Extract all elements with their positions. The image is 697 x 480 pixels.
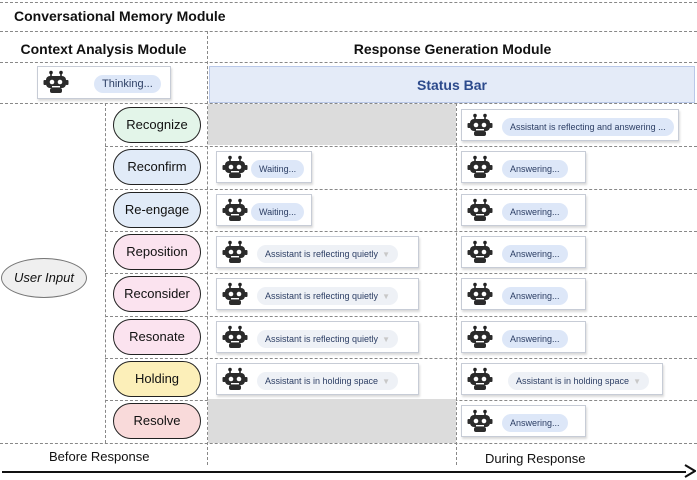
robot-icon [222,155,248,178]
status-bar: Status Bar [209,66,695,103]
before-card-reconfirm: Waiting... [216,151,312,183]
message-text: Answering... [510,164,560,174]
before-card-reposition: Assistant is reflecting quietly▼ [216,236,419,268]
robot-icon [467,325,493,348]
before-card-resonate: Assistant is reflecting quietly▼ [216,321,419,353]
status-bar-label: Status Bar [416,77,488,93]
during-card-resolve-text: Answering... [502,414,568,432]
row-divider [105,316,697,317]
robot-icon [467,198,493,221]
robot-icon [467,240,493,263]
during-card-resonate: Answering... [461,321,586,353]
diagram-title: Conversational Memory Module [14,8,226,24]
before-card-resonate-text: Assistant is reflecting quietly▼ [257,330,398,348]
message-text: Assistant is reflecting quietly [265,291,379,301]
robot-icon [467,282,493,305]
context-module-heading: Context Analysis Module [20,41,187,57]
empty-cell-resolve-before [208,399,456,443]
before-card-reposition-text: Assistant is reflecting quietly▼ [257,245,398,263]
message-text: Waiting... [259,207,297,217]
robot-icon [222,240,248,263]
thinking-pill: Thinking... [94,75,161,93]
stage-reconsider: Reconsider [113,276,201,312]
stage-resonate: Resonate [113,319,201,355]
during-card-reconsider: Answering... [461,278,586,310]
dropdown-triangle-icon: ▼ [633,377,641,386]
status-divider [0,103,697,104]
dropdown-triangle-icon: ▼ [382,377,390,386]
dropdown-triangle-icon: ▼ [382,292,390,301]
stage-resolve: Resolve [113,403,201,439]
during-card-recognize: Assistant is reflecting and answering ..… [461,109,679,141]
response-module-heading: Response Generation Module [353,41,552,57]
message-text: Answering... [510,418,560,428]
message-text: Assistant is reflecting quietly [265,334,379,344]
during-card-reposition-text: Answering... [502,245,568,263]
row-divider [105,146,697,147]
empty-cell-recognize-before [208,104,456,145]
arrow-head-icon [684,464,696,478]
message-text: Assistant is reflecting quietly [265,249,379,259]
stage-recognize: Recognize [113,107,201,143]
during-card-reconfirm-text: Answering... [502,160,568,178]
before-card-re-engage-text: Waiting... [251,203,305,221]
during-card-re-engage-text: Answering... [502,203,568,221]
phase-divider [456,103,457,465]
during-card-reconsider-text: Answering... [502,287,568,305]
before-response-label: Before Response [49,449,150,464]
dropdown-triangle-icon: ▼ [382,335,390,344]
robot-icon [222,282,248,305]
message-text: Answering... [510,291,560,301]
robot-icon [222,325,248,348]
message-text: Waiting... [259,164,297,174]
row-divider [105,273,697,274]
robot-icon [467,113,493,136]
robot-icon [467,367,493,390]
before-card-reconsider-text: Assistant is reflecting quietly▼ [257,287,398,305]
robot-icon [43,70,69,93]
message-text: Answering... [510,334,560,344]
during-card-reconfirm: Answering... [461,151,586,183]
dropdown-triangle-icon: ▼ [382,250,390,259]
user-input-node: User Input [1,258,87,298]
bottom-divider [0,443,697,444]
during-card-holding: Assistant is in holding space▼ [461,363,663,395]
robot-icon [222,367,248,390]
module-divider [207,31,208,465]
message-text: Answering... [510,207,560,217]
during-card-reposition: Answering... [461,236,586,268]
message-text: Assistant is in holding space [265,376,379,386]
row-divider [105,231,697,232]
robot-icon [222,198,248,221]
row-divider [105,358,697,359]
during-card-resolve: Answering... [461,405,586,437]
robot-icon [467,409,493,432]
before-card-holding-text: Assistant is in holding space▼ [257,372,398,390]
during-card-resonate-text: Answering... [502,330,568,348]
during-card-holding-text: Assistant is in holding space▼ [508,372,649,390]
before-card-holding: Assistant is in holding space▼ [216,363,419,395]
stage-holding: Holding [113,361,201,397]
message-text: Assistant is reflecting and answering ..… [510,122,666,132]
before-card-re-engage: Waiting... [216,194,312,226]
during-card-recognize-text: Assistant is reflecting and answering ..… [502,118,674,136]
stage-reposition: Reposition [113,234,201,270]
message-text: Assistant is in holding space [516,376,630,386]
thinking-indicator: Thinking... [37,66,171,99]
before-card-reconsider: Assistant is reflecting quietly▼ [216,278,419,310]
during-card-re-engage: Answering... [461,194,586,226]
during-response-label: During Response [485,451,586,466]
header-divider [0,62,697,63]
message-text: Answering... [510,249,560,259]
stage-re-engage: Re-engage [113,192,201,228]
timeline-arrow [2,471,686,473]
before-card-reconfirm-text: Waiting... [251,160,305,178]
row-divider [105,189,697,190]
top-border [0,2,697,3]
robot-icon [467,155,493,178]
stage-reconfirm: Reconfirm [113,149,201,185]
title-divider [0,31,697,32]
